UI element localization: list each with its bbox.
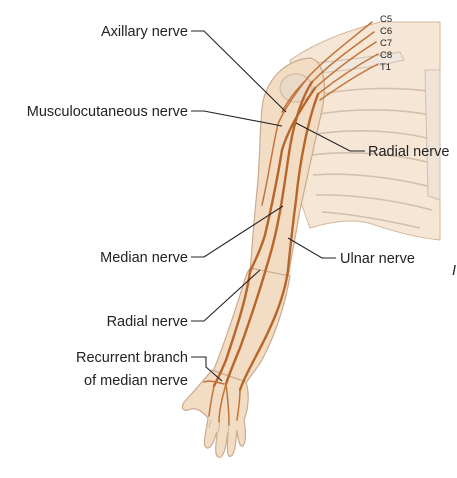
recurrent-branch-path: [203, 380, 225, 385]
label-musculocutaneous-nerve: Musculocutaneous nerve: [27, 104, 188, 120]
root-label-c7: C7: [380, 38, 392, 49]
hand: [181, 369, 249, 459]
stray-mark: I: [452, 263, 456, 279]
sternum: [424, 69, 441, 201]
root-label-c5: C5: [380, 14, 392, 25]
root-label-t1: T1: [380, 62, 391, 73]
ribcage: [311, 87, 436, 229]
label-median-nerve: Median nerve: [100, 250, 188, 266]
label-axillary-nerve: Axillary nerve: [101, 24, 188, 40]
root-labels: C5 C6 C7 C8 T1: [380, 14, 392, 73]
label-radial-nerve-lower: Radial nerve: [107, 314, 188, 330]
label-ulnar-nerve: Ulnar nerve: [340, 251, 415, 267]
label-recurrent-branch-line1: Recurrent branch: [76, 350, 188, 366]
label-recurrent-branch-line2: of median nerve: [84, 373, 188, 389]
ulnar-nerve-path: [238, 92, 320, 392]
root-label-c8: C8: [380, 50, 392, 61]
median-nerve-path: [224, 80, 314, 386]
musculocutaneous-nerve-path: [261, 74, 311, 206]
leader-lines: [191, 30, 365, 382]
radial-nerve-path: [212, 86, 317, 388]
label-radial-nerve-upper: Radial nerve: [368, 144, 449, 160]
root-label-c6: C6: [380, 26, 392, 37]
callout-labels: Axillary nerve Musculocutaneous nerve Ra…: [27, 24, 456, 389]
nerves: [203, 21, 379, 426]
arm: [181, 57, 325, 459]
